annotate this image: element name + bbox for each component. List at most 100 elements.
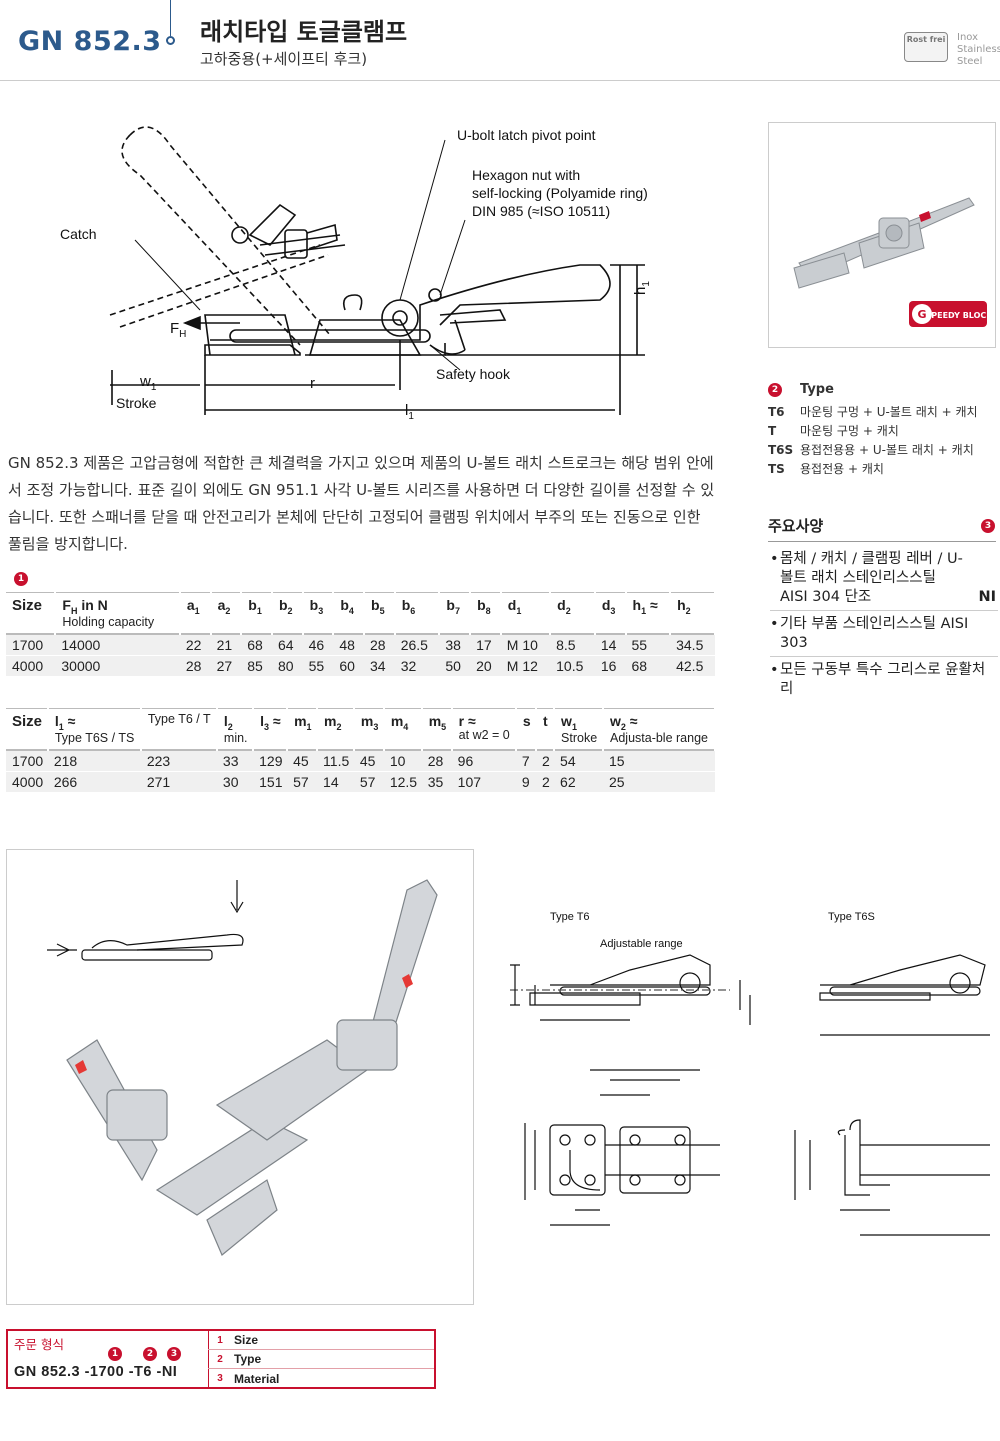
table-cell: 15 xyxy=(603,748,715,772)
table-cell: 80 xyxy=(271,654,303,677)
speedy-block-logo: SPEEDY BLOCK xyxy=(926,311,994,320)
order-title: 주문 형식 xyxy=(14,1337,64,1352)
table-cell: 55 xyxy=(302,654,334,677)
column-header: b1 xyxy=(241,591,273,634)
table-cell: 50 xyxy=(439,654,471,677)
column-header: m1 xyxy=(287,707,319,750)
header-divider xyxy=(170,0,171,36)
table-cell: 2 xyxy=(535,748,555,772)
table-cell: 60 xyxy=(333,654,364,677)
material-code: NI xyxy=(978,589,996,605)
table-cell: 28 xyxy=(179,654,211,677)
column-header: d1 xyxy=(500,591,552,634)
column-header: b2 xyxy=(271,591,304,634)
table-cell: 151 xyxy=(253,770,288,793)
column-header: Size xyxy=(6,591,57,634)
specs-title: 주요사양 xyxy=(768,517,824,535)
marker-1: 1 xyxy=(14,572,28,586)
spec-list: 몸체 / 캐치 / 클램핑 레버 / U-볼트 래치 스테인리스스틸 AISI … xyxy=(770,550,998,706)
column-header: m4 xyxy=(383,707,423,750)
table-cell: 45 xyxy=(287,748,318,772)
table-cell: 28 xyxy=(364,632,395,656)
spec-item: 기타 부품 스테인리스스틸 AISI 303 xyxy=(770,615,998,657)
clamp-closeup-photo xyxy=(6,849,474,1305)
table-cell: 32 xyxy=(394,654,440,677)
order-code: GN 852.3 -1700 -T6 -NI xyxy=(14,1364,178,1380)
table-cell: 57 xyxy=(287,770,318,793)
column-header: h1 ≈ xyxy=(625,591,672,634)
w1-label: w1 xyxy=(140,373,157,393)
column-header: l3 ≈ xyxy=(253,707,289,750)
table-cell: 30000 xyxy=(55,654,180,677)
table-cell: 57 xyxy=(353,770,384,793)
column-header: b7 xyxy=(439,591,472,634)
table-cell: 27 xyxy=(210,654,242,677)
table-cell: 9 xyxy=(515,770,536,793)
l1-label: l1 xyxy=(405,402,414,422)
column-header: b3 xyxy=(302,591,335,634)
table-cell: 4000 xyxy=(6,654,56,677)
table-cell: 14 xyxy=(594,632,626,656)
table-cell: 10.5 xyxy=(550,654,595,677)
table-cell: 14000 xyxy=(55,632,180,656)
column-header: h2 xyxy=(670,591,716,634)
table-cell: 33 xyxy=(216,748,254,772)
column-header: d2 xyxy=(550,591,596,634)
table-cell: 4000 xyxy=(6,770,48,793)
column-header: r ≈at w2 = 0 xyxy=(451,707,517,750)
column-header: m2 xyxy=(317,707,355,750)
table-cell: 223 xyxy=(140,748,217,772)
stroke-label: Stroke xyxy=(116,395,157,411)
table-cell: 45 xyxy=(353,748,384,772)
table-cell: 42.5 xyxy=(670,654,715,677)
table-cell: 34.5 xyxy=(670,632,715,656)
clamp-diagram xyxy=(109,126,645,415)
column-header: b5 xyxy=(364,591,396,634)
spec-item: 몸체 / 캐치 / 클램핑 레버 / U-볼트 래치 스테인리스스틸 AISI … xyxy=(770,550,998,611)
table-cell: 46 xyxy=(302,632,334,656)
table-cell: 55 xyxy=(625,632,671,656)
table-cell: 1700 xyxy=(6,748,48,772)
table-cell: 30 xyxy=(216,770,254,793)
column-header: s xyxy=(515,707,537,750)
table-cell: 68 xyxy=(241,632,272,656)
table-cell: 129 xyxy=(253,748,288,772)
order-divider xyxy=(208,1331,209,1387)
table-cell: 48 xyxy=(333,632,364,656)
table-cell: 28 xyxy=(421,748,452,772)
r-label: r xyxy=(310,375,315,392)
table-cell: 20 xyxy=(470,654,501,677)
page-subtitle: 고하중용(+세이프티 후크) xyxy=(200,50,368,68)
svg-text:G: G xyxy=(917,308,926,321)
table-cell: 62 xyxy=(554,770,603,793)
pivot-label: U-bolt latch pivot point xyxy=(457,127,596,143)
clamp-closeup-image xyxy=(47,879,438,1256)
table-cell: 21 xyxy=(210,632,242,656)
description-text: GN 852.3 제품은 고압금형에 적합한 큰 체결력을 가지고 있으며 제품… xyxy=(8,454,715,553)
column-header: a1 xyxy=(179,591,212,634)
column-header: Type T6 / T xyxy=(140,707,218,750)
inox-label: Inox Stainless Steel xyxy=(957,32,1000,67)
column-header: t xyxy=(535,707,556,750)
nut-label-3: DIN 985 (≈ISO 10511) xyxy=(472,203,611,219)
table-cell: 10 xyxy=(383,748,422,772)
type-title: Type xyxy=(800,382,834,397)
type-t6s-label: Type T6S xyxy=(828,911,875,923)
nut-label-2: self-locking (Polyamide ring) xyxy=(472,185,648,201)
order-marker-1: 1 xyxy=(108,1347,122,1361)
column-header: b8 xyxy=(470,591,502,634)
table-cell: M 12 xyxy=(500,654,551,677)
